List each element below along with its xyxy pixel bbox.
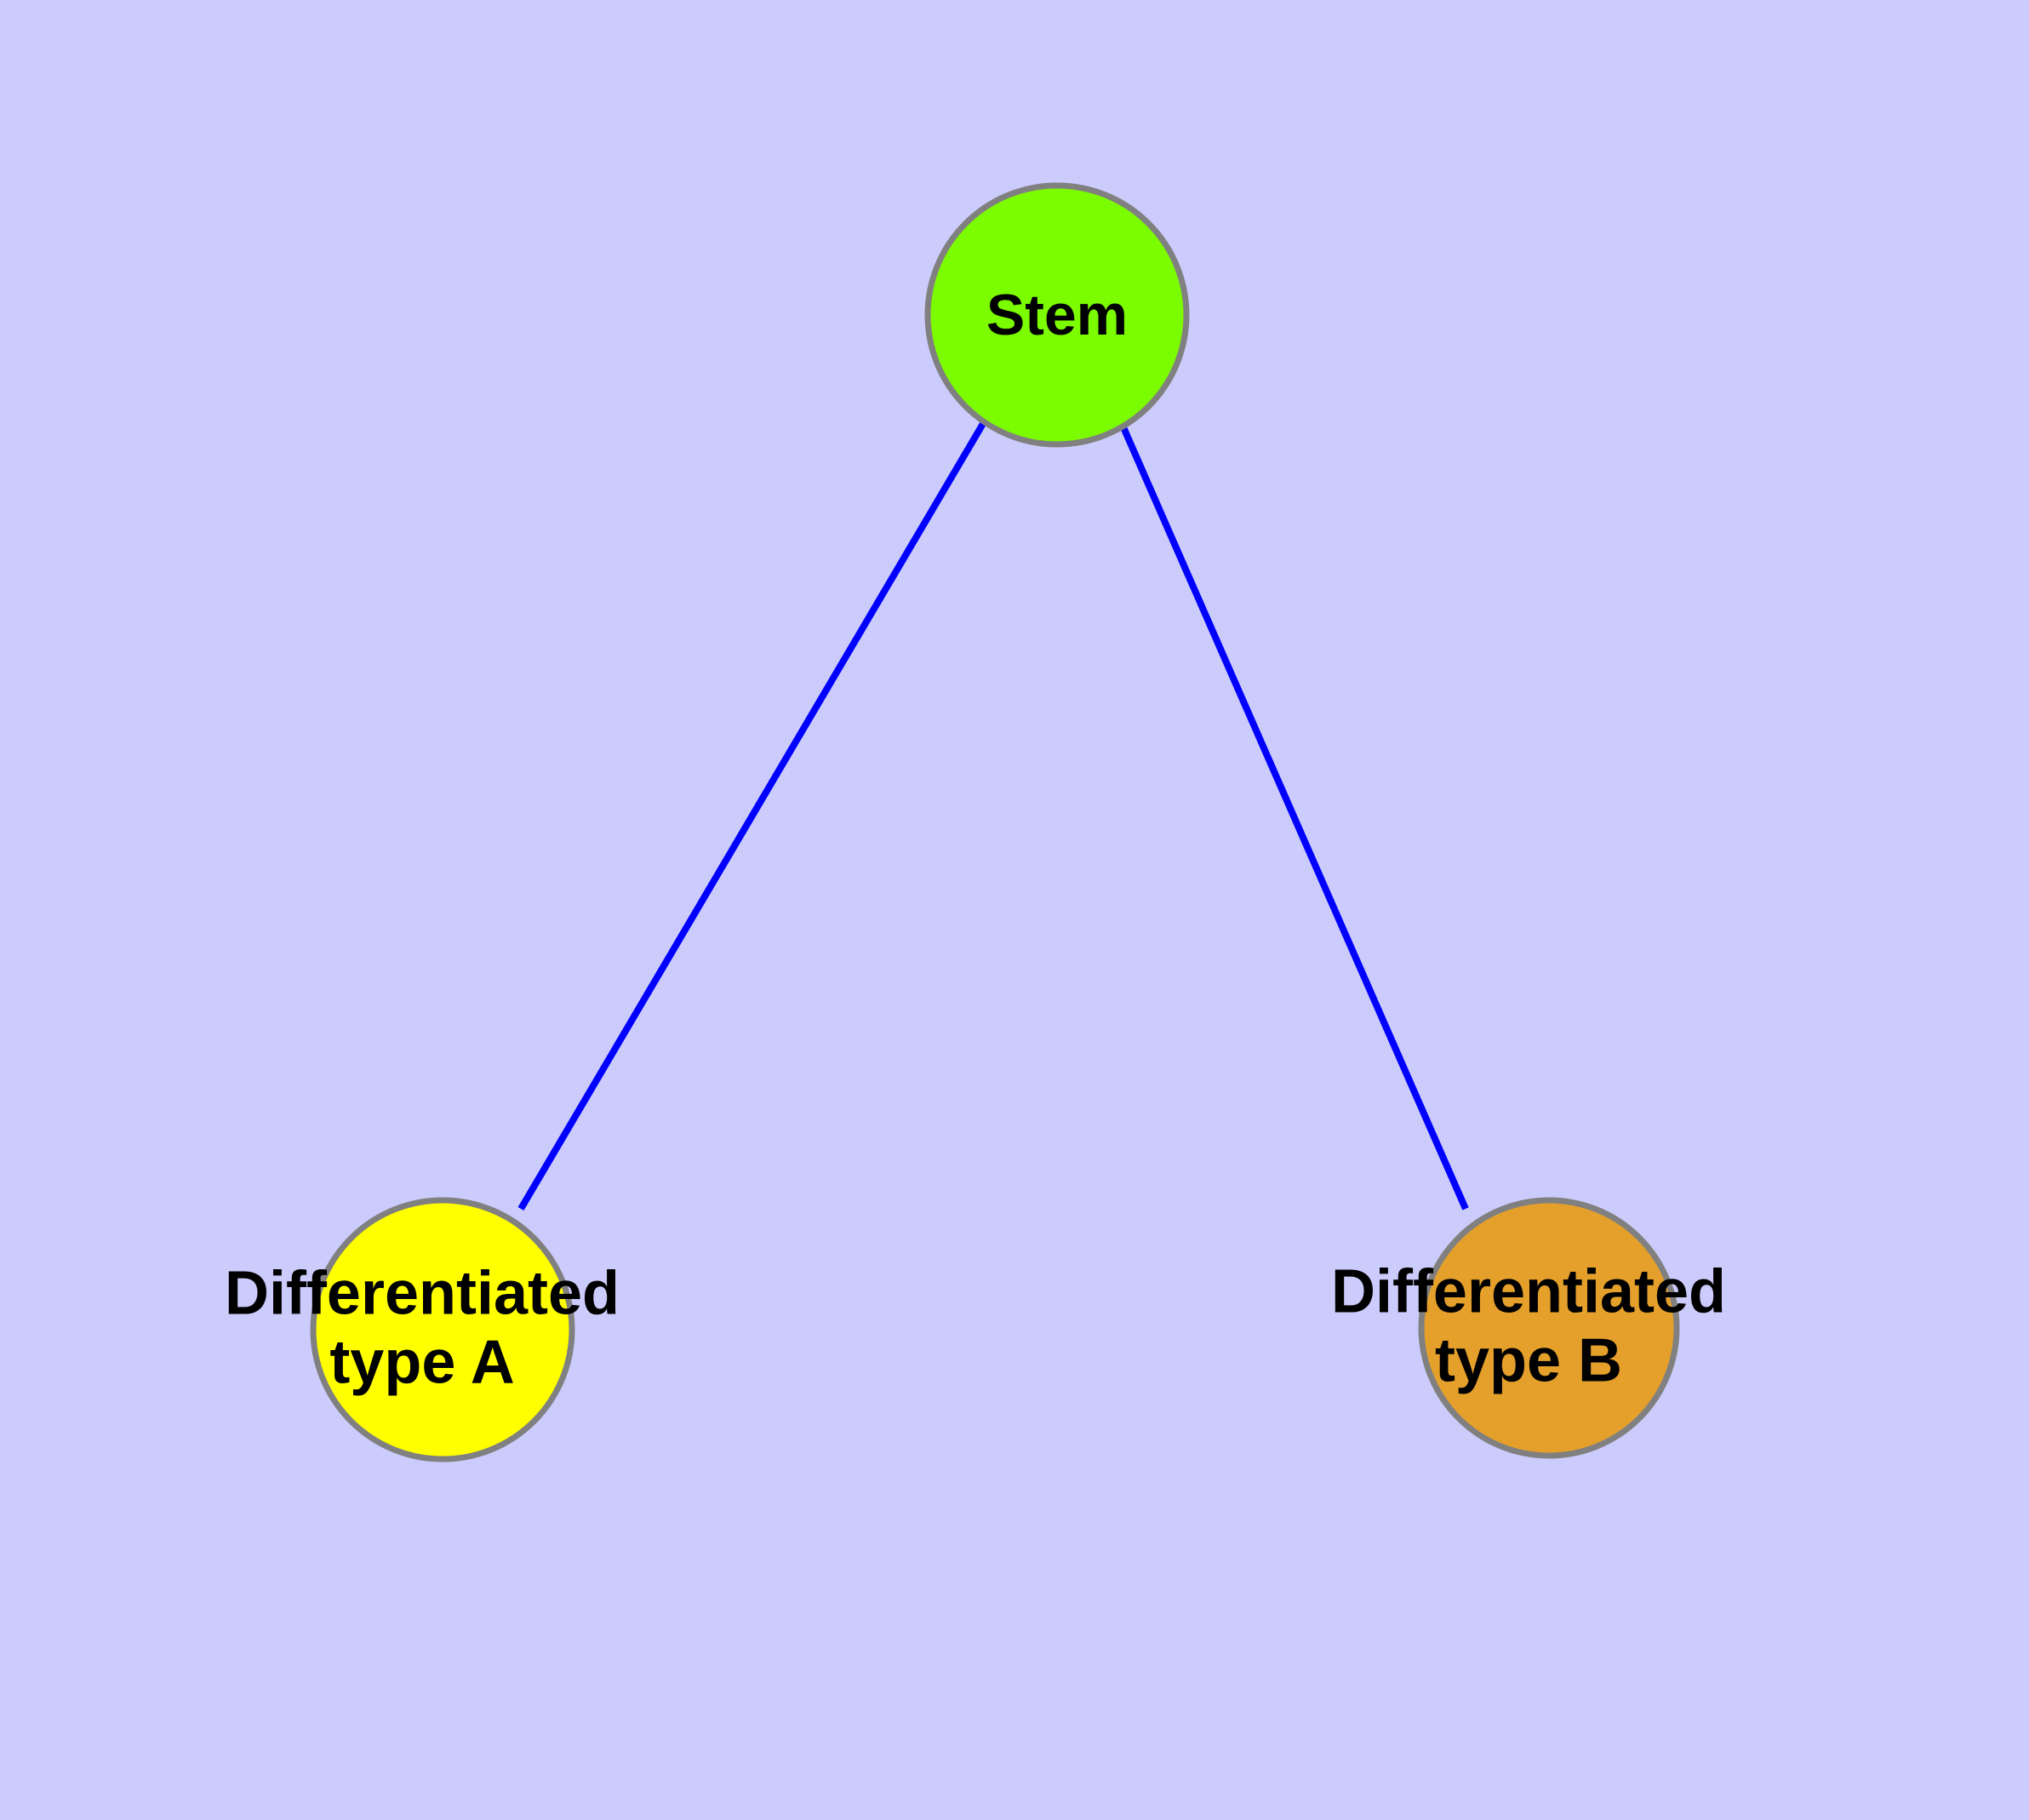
node-diff-a[interactable]	[310, 1197, 575, 1462]
edge-stem-to-diff-b[interactable]	[1120, 426, 1469, 1210]
edge-stem-to-diff-a[interactable]	[517, 420, 987, 1211]
node-stem[interactable]	[924, 182, 1190, 448]
node-layer	[310, 182, 1680, 1462]
edge-layer	[517, 420, 1469, 1211]
node-diff-b[interactable]	[1418, 1197, 1680, 1459]
